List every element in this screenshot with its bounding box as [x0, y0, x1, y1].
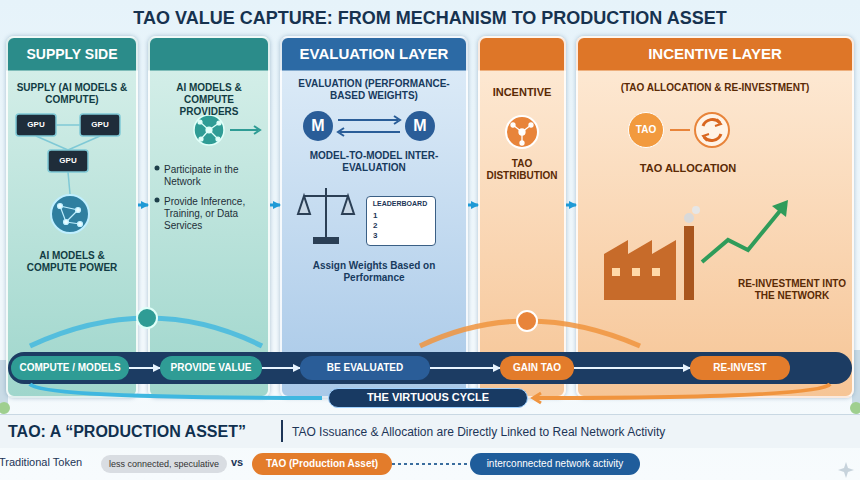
node-text: EVALUATION (PERFORMANCE-BASED WEIGHTS) [288, 78, 460, 102]
flow-arrow [270, 204, 280, 207]
bullet-dot [155, 166, 160, 203]
node-text: 2 [373, 221, 383, 231]
flow-arrow [468, 204, 478, 207]
diagram-title: TAO VALUE CAPTURE: FROM MECHANISM TO PRO… [0, 8, 860, 30]
flow-arrow [574, 367, 690, 369]
icon-label: M [304, 116, 332, 135]
flow-arrow [262, 367, 300, 369]
node-text: SUPPLY (AI MODELS & COMPUTE) [14, 82, 130, 106]
node-text: EVALUATION LAYER [288, 45, 460, 63]
node-text: INCENTIVE LAYER [586, 45, 844, 63]
node-text: AI MODELS & COMPUTE POWER [14, 250, 130, 274]
node-text: Traditional Token [0, 456, 95, 469]
icon-label: GPU [16, 120, 56, 130]
flow-arrow [392, 463, 470, 465]
node-text: Assign Weights Based on Performance [288, 260, 460, 284]
node-text: TAO ALLOCATION [618, 162, 758, 175]
gpu-cluster [16, 114, 120, 194]
node-text: interconnected network activity [487, 458, 624, 470]
cycle-step: GAIN TAO [500, 356, 574, 380]
cycle-arcs [30, 308, 640, 346]
node-text: INCENTIVE [484, 86, 560, 99]
node-text: COMPUTE / MODELS [19, 362, 120, 374]
node-text: LEADERBOARD [368, 200, 432, 208]
layer-panel: EVALUATION LAYER EVALUATION (PERFORMANCE-… [280, 36, 468, 398]
icon-label: M [406, 116, 434, 135]
summary-band: TAO: A “PRODUCTION ASSET” TAO Issuance & … [0, 414, 860, 448]
network-icon [194, 115, 260, 145]
node-text: TAO DISTRIBUTION [484, 158, 560, 182]
cycle-step: PROVIDE VALUE [160, 356, 262, 380]
city-silhouette [0, 350, 860, 412]
node-text: TAO (Production Asset) [266, 458, 378, 470]
node-text: GAIN TAO [513, 362, 561, 374]
comparison-pill: TAO (Production Asset) [252, 453, 392, 475]
brain-icon [51, 195, 89, 233]
comparison-pill: interconnected network activity [470, 453, 640, 475]
flow-arrow [129, 367, 160, 369]
node-text: MODEL-TO-MODEL INTER-EVALUATION [288, 150, 460, 174]
node-text: (TAO ALLOCATION & RE-INVESTMENT) [586, 82, 844, 94]
node-text: PROVIDE VALUE [171, 362, 252, 374]
growth-chart [702, 200, 788, 262]
cycle-strip [8, 352, 852, 384]
flow-arrow [138, 204, 148, 207]
node-text: THE VIRTUOUS CYCLE [367, 391, 489, 404]
icon-label: vs [226, 456, 248, 469]
scales-icon [298, 188, 354, 243]
sparkle-mark [838, 462, 854, 478]
node-text: BE EVALUATED [327, 362, 403, 374]
tao-coin: TAO [628, 112, 664, 148]
recycle-icon [670, 113, 729, 147]
node-text: RE-INVESTMENT INTO THE NETWORK [736, 278, 848, 302]
node-text: 1 [373, 211, 383, 221]
loop-arrows [30, 384, 830, 403]
comparison-pill: Traditional Tokenless connected, specula… [101, 455, 227, 473]
cycle-step: COMPUTE / MODELS [11, 356, 128, 380]
cycle-step: RE-INVEST [690, 356, 790, 380]
layer-panel: INCENTIVE LAYER (TAO ALLOCATION & RE-INVE… [576, 36, 854, 398]
node-text: less connected, speculative [109, 459, 219, 470]
layer-panel: INCENTIVE TAO DISTRIBUTION [478, 36, 566, 398]
node-text: Provide Inference, Training, or Data Ser… [164, 196, 264, 232]
model-logos [303, 111, 435, 141]
cycle-title-box: THE VIRTUOUS CYCLE [328, 388, 528, 408]
node-text: Participate in the Network [164, 164, 264, 188]
flow-arrow [430, 367, 500, 369]
coin-icon [506, 116, 538, 148]
leaderboard-board: LEADERBOARD 123 [366, 196, 436, 246]
node-text: TAO [636, 124, 656, 136]
node-text: TAO: A “PRODUCTION ASSET” [8, 422, 278, 441]
node-text: 3 [373, 231, 383, 241]
node-text: SUPPLY SIDE [14, 46, 130, 63]
divider [281, 420, 283, 442]
icon-label: GPU [80, 120, 120, 130]
flow-arrow [566, 204, 576, 207]
node-text: AI MODELS & COMPUTE PROVIDERS [156, 82, 262, 118]
node-text: RE-INVEST [713, 362, 766, 374]
node-text: TAO Issuance & Allocation are Directly L… [292, 425, 852, 439]
cycle-step: BE EVALUATED [300, 356, 430, 380]
icon-label: GPU [48, 156, 88, 166]
factory-icon [604, 206, 700, 300]
